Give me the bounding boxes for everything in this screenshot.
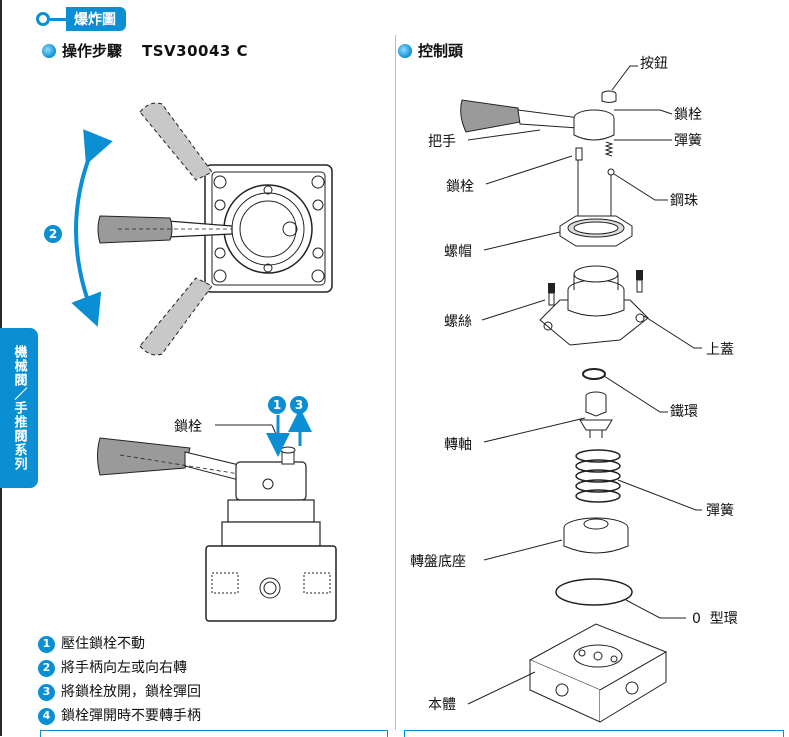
step-item: 2 將手柄向左或向右轉 xyxy=(38,656,201,680)
label-lock-pin-top: 鎖栓 xyxy=(674,107,702,123)
series-side-tab[interactable]: 機械閥／手推閥系列 xyxy=(0,328,38,488)
bottom-box-right xyxy=(404,730,784,737)
label-shaft: 轉軸 xyxy=(444,437,472,453)
part-small-spring xyxy=(604,141,614,157)
part-iron-ring xyxy=(582,368,606,380)
part-o-ring xyxy=(555,578,633,606)
handle-ghost-upper xyxy=(139,102,213,181)
series-side-tab-label: 機械閥／手推閥系列 xyxy=(11,345,27,471)
part-top-cover xyxy=(539,265,649,346)
label-turntable-base: 轉盤底座 xyxy=(410,554,466,570)
control-head-heading: 控制頭 xyxy=(398,40,463,61)
part-button xyxy=(601,90,617,103)
bottom-box-left xyxy=(40,730,388,737)
label-lock-pin-left: 鎖栓 xyxy=(446,179,474,195)
column-divider xyxy=(395,35,396,730)
part-main-spring xyxy=(575,449,621,503)
leader-lines xyxy=(467,65,702,705)
step-text: 將手柄向左或向右轉 xyxy=(61,660,187,676)
label-o-ring: 0 型環 xyxy=(692,611,738,627)
label-body: 本體 xyxy=(428,697,456,713)
label-nut: 螺帽 xyxy=(444,244,472,260)
step-number: 2 xyxy=(38,659,55,677)
part-handle-head xyxy=(573,109,615,141)
operation-heading: 操作步驟 TSV30043 C xyxy=(42,40,248,61)
part-screws xyxy=(548,270,643,306)
rotation-arrow xyxy=(71,129,113,327)
part-nut xyxy=(559,215,633,247)
label-handle: 把手 xyxy=(428,134,456,150)
part-turntable-base xyxy=(563,517,629,554)
step-item: 4 鎖栓彈開時不要轉手柄 xyxy=(38,704,201,728)
section-banner: 爆炸圖 xyxy=(36,7,126,31)
label-steel-ball: 鋼珠 xyxy=(670,193,698,209)
release-number-badge: 3 xyxy=(290,396,308,414)
banner-dot-icon xyxy=(36,12,50,26)
bullet-icon xyxy=(42,43,56,58)
valve-side-view xyxy=(97,437,337,622)
label-screw: 螺絲 xyxy=(444,314,472,330)
part-lock-pin xyxy=(575,147,583,161)
label-spring-mid: 彈簧 xyxy=(706,503,734,519)
operation-title: 操作步驟 xyxy=(62,42,123,60)
part-body xyxy=(528,623,668,723)
handle-ghost-lower xyxy=(139,277,213,356)
step-item: 1 壓住鎖栓不動 xyxy=(38,632,201,656)
label-spring-top: 彈簧 xyxy=(674,133,702,149)
banner-title: 爆炸圖 xyxy=(66,7,126,31)
step-number: 3 xyxy=(38,683,55,701)
step-text: 將鎖栓放開，鎖栓彈回 xyxy=(61,684,201,700)
step-text: 壓住鎖栓不動 xyxy=(61,636,145,652)
press-number-badge: 1 xyxy=(268,396,286,414)
part-handle xyxy=(460,99,581,133)
handle-current xyxy=(97,215,233,244)
step-number: 1 xyxy=(38,635,55,653)
label-iron-ring: 鐵環 xyxy=(670,404,698,420)
valve-top-view xyxy=(204,164,333,293)
direction-number-badge: 2 xyxy=(44,225,62,243)
lock-pin-label: 鎖栓 xyxy=(174,419,202,435)
model-number: TSV30043 C xyxy=(142,41,249,60)
bullet-icon xyxy=(398,43,412,58)
part-steel-ball xyxy=(607,168,615,176)
step-text: 鎖栓彈開時不要轉手柄 xyxy=(61,708,201,724)
label-top-cover: 上蓋 xyxy=(706,342,734,358)
label-button: 按鈕 xyxy=(640,56,668,72)
control-head-title: 控制頭 xyxy=(418,42,464,60)
operation-steps: 1 壓住鎖栓不動 2 將手柄向左或向右轉 3 將鎖栓放開，鎖栓彈回 4 鎖栓彈開時不要轉… xyxy=(38,632,201,728)
banner-line xyxy=(50,17,66,21)
step-number: 4 xyxy=(38,707,55,725)
step-item: 3 將鎖栓放開，鎖栓彈回 xyxy=(38,680,201,704)
part-shaft xyxy=(579,391,613,438)
